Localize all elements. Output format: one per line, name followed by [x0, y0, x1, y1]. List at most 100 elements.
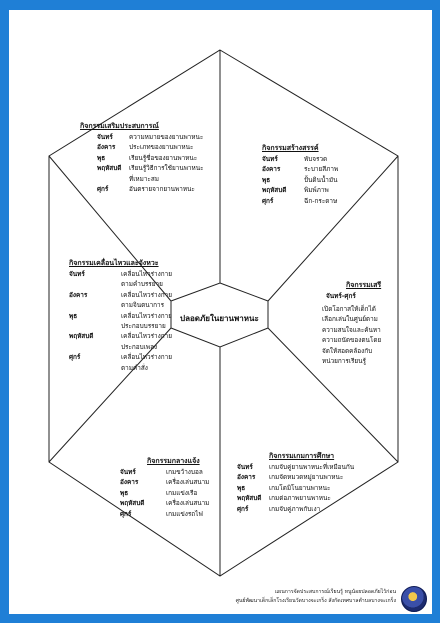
- games-activity: เกมต่อภาพยานพาหนะ: [269, 494, 331, 503]
- games-row: พุธ เกมโดมิโนยานพาหนะ: [237, 483, 330, 493]
- outdoor-activity: เกมแข่งเรือ: [166, 488, 198, 497]
- movement-row: ประกอบบรรยาย: [69, 321, 166, 331]
- experience-row: พฤหัสบดี เรียนรู้วิธีการใช้ยานพาหนะ: [97, 163, 204, 173]
- movement-row: พุธ เคลื่อนไหวร่างกาย: [69, 311, 172, 321]
- movement-activity: ประกอบเพลง: [121, 342, 158, 351]
- movement-row: อังคาร เคลื่อนไหวร่างกาย: [69, 290, 172, 300]
- games-day-label: พฤหัสบดี: [237, 494, 262, 503]
- center-title: ปลอดภัยในยานพาหนะ: [180, 314, 259, 323]
- movement-row: ศุกร์ เคลื่อนไหวร่างกาย: [69, 352, 172, 362]
- footer-line-1: แผนการจัดประสบการณ์เรียนรู้ หนูน้อยปลอดภ…: [274, 589, 396, 595]
- experience-activity: ประเภทของยานพาหนะ: [129, 143, 194, 152]
- free-subtitle: จันทร์-ศุกร์: [326, 292, 356, 300]
- experience-activity: ความหมายของยานพาหนะ: [129, 133, 204, 141]
- movement-row: ตามคำบรรยาย: [69, 279, 163, 289]
- outdoor-activity: เกมแข่งรถไฟ: [166, 509, 203, 518]
- movement-activity: เคลื่อนไหวร่างกาย: [121, 353, 172, 362]
- outdoor-row: ศุกร์ เกมแข่งรถไฟ: [120, 509, 203, 519]
- experience-day-label: พุธ: [97, 153, 106, 162]
- experience-day-label: ศุกร์: [97, 185, 109, 193]
- free-line: จัดให้สอดคล้องกับ: [322, 346, 373, 355]
- creative-activity: พับจรวด: [304, 155, 328, 163]
- experience-row: ที่เหมาะสม: [97, 174, 159, 184]
- games-activity: เกมโดมิโนยานพาหนะ: [269, 483, 331, 492]
- footer-line-2: ศูนย์พัฒนาเด็กเล็กโรงเรียนวัดบางจะเกร็ง …: [235, 598, 396, 604]
- outdoor-activity: เกมขว้างบอล: [166, 468, 203, 476]
- movement-day-label: ศุกร์: [69, 353, 81, 362]
- experience-day-label: จันทร์: [97, 133, 113, 141]
- movement-row: จันทร์ เคลื่อนไหวร่างกาย: [69, 269, 172, 279]
- games-row: อังคารเกมจัดหมวดหมู่ยานพาหนะ: [237, 472, 343, 482]
- creative-title: กิจกรรมสร้างสรรค์: [262, 144, 319, 152]
- outdoor-day-label: พฤหัสบดี: [120, 499, 145, 508]
- games-day-label: จันทร์: [237, 463, 253, 471]
- experience-activity: ที่เหมาะสม: [129, 174, 159, 183]
- free-line: ความสนใจและค้นหา: [322, 325, 381, 334]
- outdoor-activity: เครื่องเล่นสนาม: [166, 499, 210, 508]
- games-row: จันทร์ เกมจับคู่ยานพาหนะที่เหมือนกัน: [237, 462, 354, 472]
- outdoor-day-label: จันทร์: [120, 468, 136, 476]
- creative-activity: ฉีก-กระดาษ: [304, 196, 338, 205]
- movement-row: พฤหัสบดี เคลื่อนไหวร่างกาย: [69, 331, 172, 341]
- games-row: ศุกร์ เกมจับคู่ภาพกับเงา: [237, 504, 320, 514]
- movement-activity: เคลื่อนไหวร่างกาย: [121, 270, 172, 278]
- outdoor-row: พุธ เกมแข่งเรือ: [120, 488, 197, 498]
- creative-day-label: พุธ: [262, 175, 271, 184]
- divider-top-right: [267, 155, 399, 302]
- movement-title: กิจกรรมเคลื่อนไหวและจังหวะ: [69, 259, 159, 267]
- movement-day-label: อังคาร: [69, 290, 88, 299]
- outdoor-title: กิจกรรมกลางแจ้ง: [147, 457, 200, 465]
- experience-day-label: อังคาร: [97, 143, 116, 152]
- games-title: กิจกรรมเกมการศึกษา: [269, 452, 335, 460]
- creative-row: อังคารระบายสีภาพ: [262, 164, 338, 174]
- games-day-label: อังคาร: [237, 473, 256, 482]
- creative-row: พุธ ปั้นดินน้ำมัน: [262, 175, 337, 185]
- creative-row: จันทร์ พับจรวด: [262, 154, 327, 164]
- experience-activity: เรียนรู้ชื่อของยานพาหนะ: [129, 153, 198, 162]
- creative-day-label: ศุกร์: [262, 196, 274, 205]
- movement-activity: ตามคำสั่ง: [121, 363, 148, 372]
- creative-day-label: อังคาร: [262, 165, 281, 174]
- movement-row: ประกอบเพลง: [69, 342, 157, 352]
- outdoor-row: อังคาร เครื่องเล่นสนาม: [120, 477, 209, 487]
- creative-day-label: จันทร์: [262, 155, 278, 163]
- footer-text: แผนการจัดประสบการณ์เรียนรู้ หนูน้อยปลอดภ…: [236, 588, 396, 606]
- divider-bottom-right: [267, 327, 399, 463]
- outdoor-row: พฤหัสบดี เครื่องเล่นสนาม: [120, 498, 209, 508]
- movement-day-label: พุธ: [69, 311, 78, 320]
- movement-day-label: จันทร์: [69, 270, 85, 278]
- experience-day-label: พฤหัสบดี: [97, 164, 122, 173]
- experience-row: อังคาร ประเภทของยานพาหนะ: [97, 142, 193, 152]
- divider-bottom-left: [48, 327, 172, 463]
- web-diagram-page: ปลอดภัยในยานพาหนะ กิจกรรมเสริมประสบการณ์…: [9, 10, 432, 614]
- creative-activity: ปั้นดินน้ำมัน: [304, 175, 338, 184]
- outdoor-day-label: อังคาร: [120, 478, 139, 487]
- movement-day-label: พฤหัสบดี: [69, 332, 94, 341]
- experience-row: จันทร์ ความหมายของยานพาหนะ: [97, 132, 203, 142]
- movement-activity: ตามจินตนาการ: [121, 301, 165, 310]
- creative-day-label: พฤหัสบดี: [262, 186, 287, 195]
- movement-activity: เคลื่อนไหวร่างกาย: [121, 311, 172, 320]
- free-line: เปิดโอกาสให้เด็กได้: [322, 305, 376, 313]
- movement-activity: เคลื่อนไหวร่างกาย: [121, 332, 172, 341]
- outdoor-activity: เครื่องเล่นสนาม: [166, 478, 210, 487]
- movement-activity: ประกอบบรรยาย: [121, 322, 166, 330]
- outdoor-day-label: พุธ: [120, 488, 129, 497]
- experience-title: กิจกรรมเสริมประสบการณ์: [80, 122, 159, 130]
- experience-activity: เรียนรู้วิธีการใช้ยานพาหนะ: [129, 164, 204, 173]
- games-day-label: พุธ: [237, 483, 246, 492]
- experience-activity: อันตรายจากยานพาหนะ: [129, 185, 195, 193]
- hexagon-diagram: [48, 49, 399, 577]
- games-activity: เกมจับคู่ภาพกับเงา: [269, 504, 321, 513]
- divider-top-left: [48, 155, 172, 302]
- games-activity: เกมจับคู่ยานพาหนะที่เหมือนกัน: [269, 463, 355, 471]
- school-emblem-icon: [401, 586, 427, 612]
- games-day-label: ศุกร์: [237, 504, 249, 513]
- movement-activity: เคลื่อนไหวร่างกาย: [121, 290, 172, 299]
- outdoor-day-label: ศุกร์: [120, 509, 132, 518]
- experience-row: พุธ เรียนรู้ชื่อของยานพาหนะ: [97, 153, 197, 163]
- movement-activity: ตามคำบรรยาย: [121, 280, 163, 289]
- free-line: หน่วยการเรียนรู้: [322, 357, 366, 365]
- free-line: เลือกเล่นในศูนย์ตาม: [322, 315, 378, 324]
- movement-row: ตามคำสั่ง: [69, 363, 148, 373]
